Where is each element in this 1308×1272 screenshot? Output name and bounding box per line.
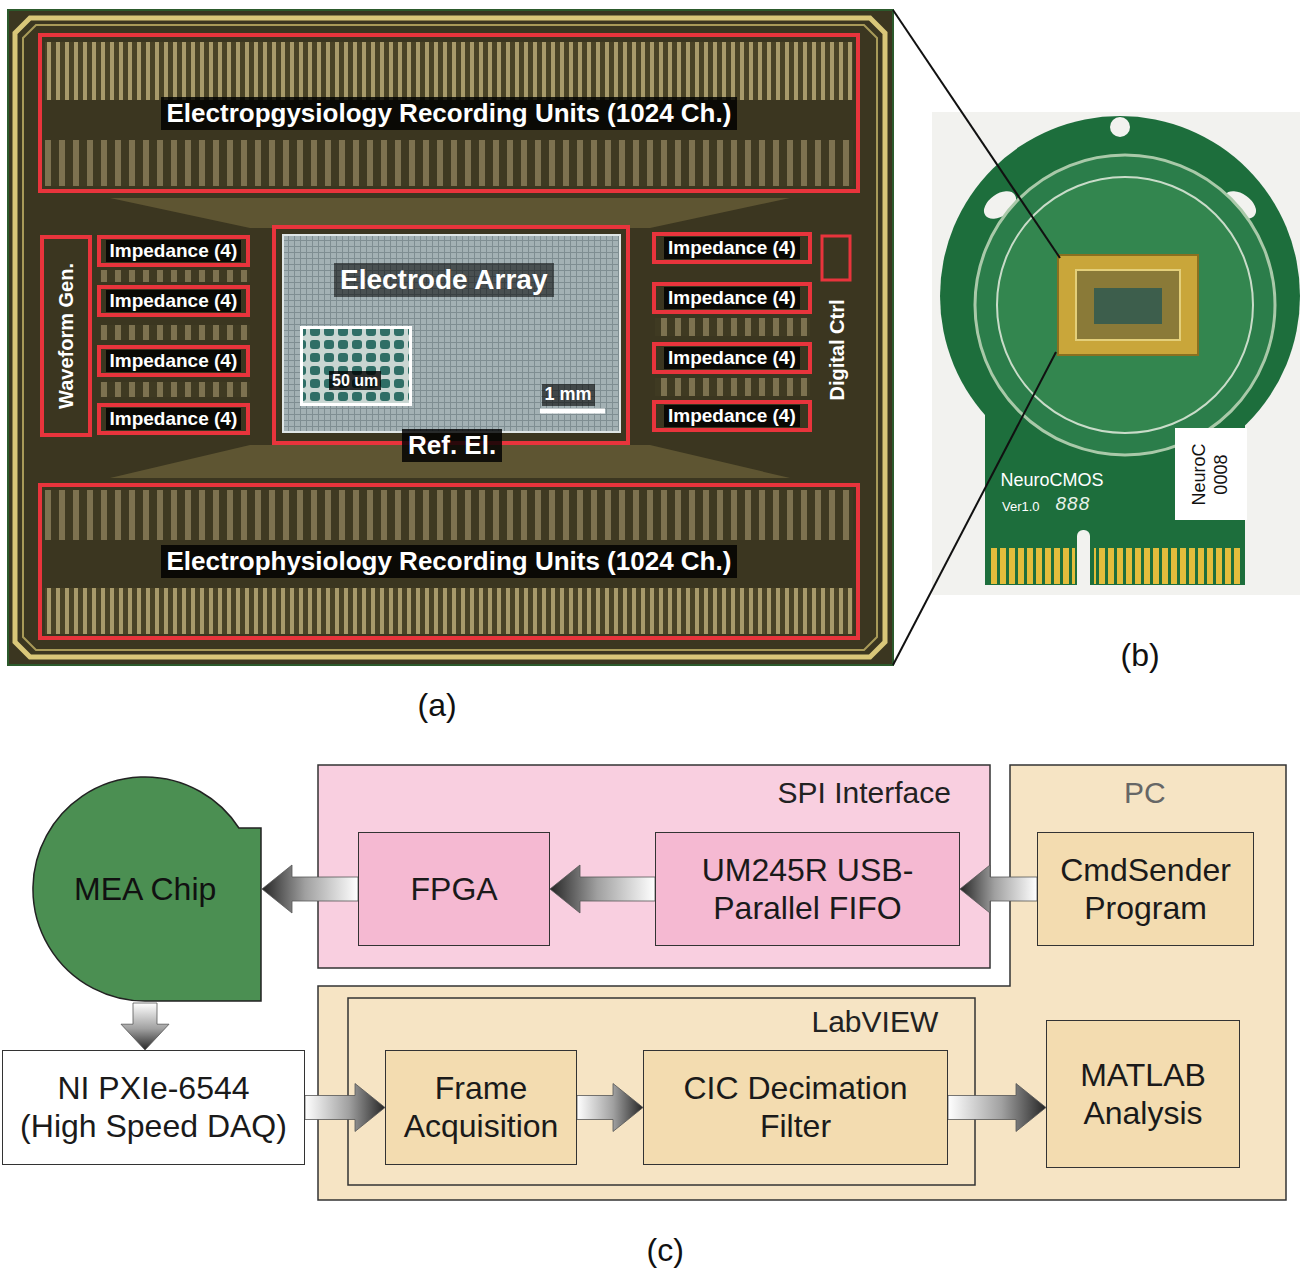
- flow-arrow: [960, 865, 1037, 913]
- impedance-block: Impedance (4): [652, 232, 812, 264]
- chip-die: [8, 10, 893, 665]
- panel-label: (c): [647, 1231, 684, 1269]
- node-text: SPI Interface: [778, 775, 951, 811]
- chip-package: [1058, 255, 1198, 355]
- node-text: MEA Chip: [74, 870, 216, 908]
- impedance-circuit: [100, 270, 250, 282]
- waveform-block: Waveform Gen.: [40, 235, 92, 437]
- impedance-circuit: [655, 318, 810, 336]
- flow-arrow: [948, 1084, 1046, 1132]
- gold-fingers: [1094, 548, 1240, 584]
- node-text: UM245R USB-Parallel FIFO: [665, 851, 950, 928]
- panel-label: (a): [418, 686, 457, 724]
- node-text: Electrophysiology Recording Units (1024 …: [161, 545, 738, 578]
- routing-fan: [110, 198, 790, 228]
- node-text: Impedance (4): [664, 405, 800, 427]
- node-text: Ref. El.: [402, 429, 502, 462]
- node-text: Electropgysiology Recording Units (1024 …: [161, 97, 738, 130]
- node-text: MATLAB Analysis: [1056, 1056, 1230, 1133]
- pc-region: PC CmdSender ProgramLabVIEW Frame Acquisit…: [318, 765, 1286, 1200]
- recording-columns: [45, 588, 853, 634]
- board-print: NeuroCMOS: [1001, 470, 1104, 492]
- node-text: Impedance (4): [664, 347, 800, 369]
- flow-arrow: [550, 865, 655, 913]
- flow-arrow: [121, 1003, 169, 1050]
- chip-die-photo: [1076, 270, 1180, 340]
- scale-label: 1 mm: [542, 384, 595, 406]
- node-text: 50 um: [329, 371, 381, 390]
- chip-array-photo: [1094, 288, 1162, 324]
- process-box: FPGA: [358, 832, 550, 946]
- impedance-circuit: [655, 378, 810, 396]
- inset-box: 50 um: [300, 326, 412, 406]
- node-text: Impedance (4): [106, 408, 242, 430]
- node-text: PC: [1124, 775, 1166, 811]
- node-text: Impedance (4): [664, 287, 800, 309]
- chip-shape: MEA Chip: [28, 775, 262, 1003]
- culture-ring: [997, 177, 1253, 433]
- process-box: CIC Decimation Filter: [643, 1050, 948, 1165]
- process-box: Frame Acquisition: [385, 1050, 577, 1165]
- software-region: LabVIEW Frame Acquisition CIC Decimation F…: [348, 998, 975, 1185]
- node-text: Electrode Array: [334, 263, 554, 297]
- interface-region: SPI InterfaceFPGA UM245R USB-Parallel FIF…: [318, 765, 990, 968]
- mount-hole: [1110, 117, 1130, 137]
- recording-columns: [45, 42, 853, 100]
- process-box: UM245R USB-Parallel FIFO: [655, 832, 960, 946]
- node-text: Frame Acquisition: [395, 1069, 567, 1146]
- electrode-grid: [283, 235, 620, 432]
- sticker: [1175, 428, 1247, 520]
- impedance-block: Impedance (4): [652, 400, 812, 432]
- pc-region: [318, 765, 1286, 1200]
- recording-block: Electrophysiology Recording Units (1024 …: [38, 483, 860, 640]
- electrode-inset: [303, 329, 409, 403]
- electrode-array: Electrode ArrayRef. El.50 um: [272, 225, 630, 445]
- recording-columns: [45, 140, 853, 186]
- node-text: FPGA: [411, 870, 498, 908]
- node-text: Impedance (4): [106, 290, 242, 312]
- impedance-block: Impedance (4): [652, 282, 812, 314]
- labview-region: [348, 998, 975, 1185]
- flow-arrow: [577, 1084, 643, 1132]
- sticker-text: NeuroC 0008: [1189, 435, 1232, 513]
- process-box: NI PXIe-6544 (High Speed DAQ): [2, 1050, 305, 1165]
- panel-label: (b): [1121, 636, 1160, 674]
- seal-ring: [15, 18, 885, 657]
- impedance-circuit: [100, 382, 250, 397]
- node-text: Impedance (4): [664, 237, 800, 259]
- node-text: Impedance (4): [106, 240, 242, 262]
- zoom-line: [893, 10, 1060, 258]
- impedance-block: Impedance (4): [97, 403, 250, 435]
- process-box: CmdSender Program: [1037, 832, 1254, 946]
- impedance-circuit: [100, 325, 250, 340]
- digital-ctrl-box: [822, 236, 850, 280]
- gold-fingers: [990, 548, 1075, 584]
- node-text: LabVIEW: [812, 1004, 939, 1040]
- node-text: NI PXIe-6544 (High Speed DAQ): [12, 1069, 295, 1146]
- board-print: 888: [1056, 493, 1091, 516]
- flow-arrow: [262, 865, 358, 913]
- node-text: Impedance (4): [106, 350, 242, 372]
- impedance-block: Impedance (4): [652, 342, 812, 374]
- key-notch: [1077, 530, 1090, 595]
- zoom-line: [893, 352, 1056, 665]
- process-box: MATLAB Analysis: [1046, 1020, 1240, 1168]
- node-text: Waveform Gen.: [54, 263, 78, 409]
- board-print: Ver1.0: [1002, 499, 1040, 515]
- impedance-block: Impedance (4): [97, 285, 250, 317]
- flow-arrow: [305, 1084, 385, 1132]
- recording-columns: [45, 490, 853, 540]
- seal-ring-inner: [23, 25, 877, 650]
- impedance-block: Impedance (4): [97, 235, 250, 267]
- node-text: CmdSender Program: [1047, 851, 1244, 928]
- label-text: Digital Ctrl: [824, 299, 848, 400]
- impedance-block: Impedance (4): [97, 345, 250, 377]
- photo-ground: [932, 112, 1300, 595]
- chip-outline-path: [33, 777, 261, 1001]
- node-text: CIC Decimation Filter: [653, 1069, 938, 1146]
- recording-block: Electropgysiology Recording Units (1024 …: [38, 33, 860, 193]
- scale-bar: [540, 409, 605, 414]
- spi-region: [318, 765, 990, 968]
